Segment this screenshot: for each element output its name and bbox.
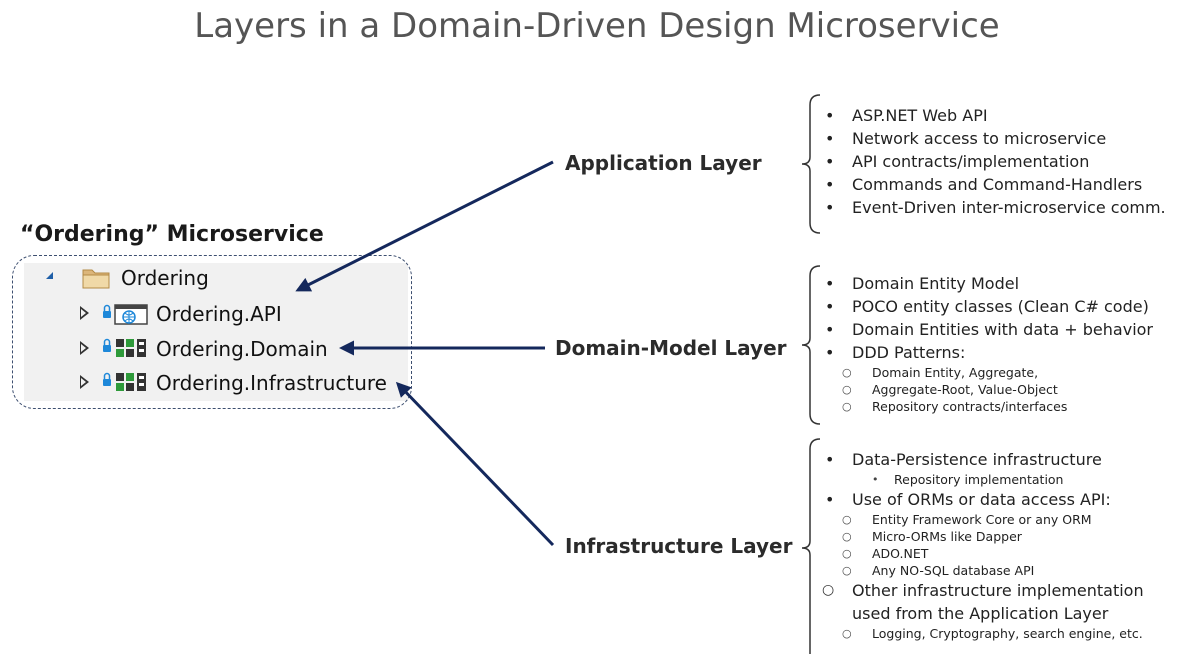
application-layer-arrow (295, 160, 554, 292)
domain-bullet-list: Domain Entity Model POCO entity classes … (822, 272, 1153, 415)
expanded-caret-icon[interactable] (46, 272, 53, 279)
bullet-item: Network access to microservice (822, 127, 1166, 150)
library-project-icon (103, 338, 146, 357)
tree-project-domain[interactable]: Ordering.Domain (156, 337, 328, 361)
bullet-item-continuation: used from the Application Layer (852, 604, 1109, 623)
tree-root-ordering[interactable]: Ordering (121, 266, 209, 290)
page-title: Layers in a Domain-Driven Design Microse… (194, 6, 1000, 46)
microservice-dashed-boundary (12, 255, 412, 409)
collapsed-caret-icon[interactable] (80, 341, 89, 355)
bullet-item: API contracts/implementation (822, 150, 1166, 173)
sub-bullet-item: ADO.NET (822, 545, 1144, 562)
bullet-item: Data-Persistence infrastructure (822, 448, 1144, 471)
sub-bullet-item: Domain Entity, Aggregate, (822, 364, 1153, 381)
bullet-item: Commands and Command-Handlers (822, 173, 1166, 196)
infrastructure-brace (801, 438, 821, 654)
infrastructure-layer-label: Infrastructure Layer (565, 534, 793, 558)
microservice-title: “Ordering” Microservice (20, 222, 324, 247)
sub-bullet-item: Aggregate-Root, Value-Object (822, 381, 1153, 398)
bullet-item: Domain Entity Model (822, 272, 1153, 295)
infrastructure-layer-arrow (395, 381, 555, 547)
application-brace (801, 94, 821, 234)
domain-brace (801, 265, 821, 425)
bullet-item: Domain Entities with data + behavior (822, 318, 1153, 341)
sub-bullet-item: Logging, Cryptography, search engine, et… (822, 625, 1144, 642)
domain-layer-label: Domain-Model Layer (555, 336, 787, 360)
bullet-item: DDD Patterns: (822, 341, 1153, 364)
collapsed-caret-icon[interactable] (80, 306, 89, 320)
tree-project-api[interactable]: Ordering.API (156, 302, 282, 326)
tree-project-infrastructure[interactable]: Ordering.Infrastructure (156, 371, 387, 395)
bullet-item: Event-Driven inter-microservice comm. (822, 196, 1166, 219)
web-project-icon (103, 304, 148, 325)
application-layer-label: Application Layer (565, 151, 762, 175)
sub-bullet-item: Entity Framework Core or any ORM (822, 511, 1144, 528)
collapsed-caret-icon[interactable] (80, 375, 89, 389)
library-project-icon (103, 372, 146, 391)
infrastructure-bullet-list: Data-Persistence infrastructure Reposito… (822, 448, 1144, 642)
folder-icon (82, 269, 110, 289)
bullet-item: Other infrastructure implementation (822, 579, 1144, 602)
application-bullet-list: ASP.NET Web API Network access to micros… (822, 104, 1166, 219)
sub-bullet-item: Repository contracts/interfaces (822, 398, 1153, 415)
bullet-item: POCO entity classes (Clean C# code) (822, 295, 1153, 318)
bullet-item: ASP.NET Web API (822, 104, 1166, 127)
sub-bullet-item: Any NO-SQL database API (822, 562, 1144, 579)
bullet-item: Use of ORMs or data access API: (822, 488, 1144, 511)
sub-bullet-item: Repository implementation (822, 471, 1144, 488)
sub-bullet-item: Micro-ORMs like Dapper (822, 528, 1144, 545)
